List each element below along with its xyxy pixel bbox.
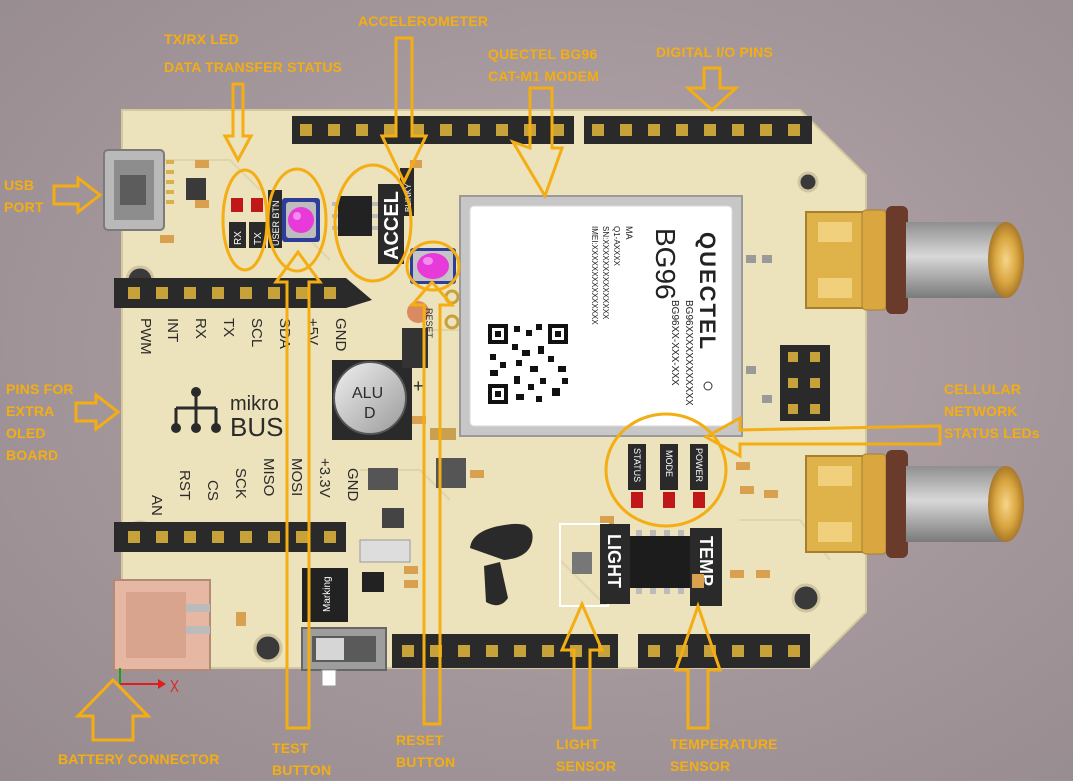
pin-label-an: AN (148, 495, 165, 516)
modem-line-sn: SN:XXXXXXXXXXXXXXX (601, 226, 610, 320)
cellular-status-leds: STATUS MODE POWER (628, 444, 708, 508)
qr-code (486, 322, 570, 406)
tx-silk: TX (253, 232, 264, 245)
label-pins-line1: PINS FOR (6, 378, 74, 400)
header-bottom-right (638, 634, 810, 668)
arrow-battery (78, 680, 148, 740)
label-cellular-line3: STATUS LEDs (944, 422, 1040, 444)
label-pins-extra: PINS FOR EXTRA OLED BOARD (6, 378, 74, 466)
mikrobus-header-top (114, 278, 372, 308)
header-bottom-left (392, 634, 618, 668)
user-btn-silk: USER BTN (271, 200, 281, 246)
label-digital-io: DIGITAL I/O PINS (656, 41, 773, 63)
status-silk: STATUS (632, 448, 642, 482)
label-modem: QUECTEL BG96 CAT-M1 MODEM (488, 43, 599, 87)
user-button: USER BTN (268, 190, 320, 248)
mode-silk: MODE (664, 450, 674, 477)
label-txrx-line2: DATA TRANSFER STATUS (164, 53, 342, 81)
modem-brand: QUECTEL (695, 232, 720, 351)
arrow-usb (54, 178, 100, 212)
label-light-line2: SENSOR (556, 755, 616, 777)
pin-label-rx: RX (192, 318, 209, 339)
label-cellular: CELLULAR NETWORK STATUS LEDs (944, 378, 1040, 444)
label-usb-port: USB PORT (4, 174, 44, 218)
modem-line2: BG96XXXXXXXXXXXX (683, 300, 694, 406)
pin-label-scl: SCL (248, 318, 265, 347)
pin-label-3v3: +3.3V (316, 458, 333, 498)
pin-label-5v: +5V (304, 318, 321, 345)
label-temp-line1: TEMPERATURE (670, 733, 778, 755)
label-test-line2: BUTTON (272, 759, 331, 781)
pin-label-gnd-bottom: GND (344, 468, 361, 502)
bus-text: BUS (230, 412, 283, 442)
label-test-line1: TEST (272, 737, 331, 759)
axis-gizmo (120, 668, 178, 692)
label-reset-button: RESET BUTTON (396, 729, 455, 773)
svg-text:+: + (413, 376, 424, 396)
pin-label-gnd-top: GND (332, 318, 349, 352)
battery-connector (114, 580, 210, 670)
pin-label-sda: SDA (276, 318, 293, 349)
rx-silk: RX (233, 231, 244, 245)
modem-line-q1: Q1-AXXXX (612, 226, 621, 267)
alu-text: ALU (352, 385, 383, 402)
modem-model: BG96 (650, 228, 681, 300)
label-modem-line2: CAT-M1 MODEM (488, 65, 599, 87)
pin-label-miso: MISO (260, 458, 277, 496)
power-silk: POWER (694, 448, 704, 483)
header-top-left (292, 116, 574, 144)
label-temp-sensor: TEMPERATURE SENSOR (670, 733, 778, 777)
label-pins-line2: EXTRA (6, 400, 74, 422)
pin-label-mosi: MOSI (288, 458, 305, 496)
pin-label-int: INT (164, 318, 181, 342)
bg96-modem: QUECTEL BG96 BG96XX-XXX-XXX BG96XXXXXXXX… (460, 196, 742, 436)
label-light-line1: LIGHT (556, 733, 616, 755)
mikrobus-header-bottom (114, 522, 346, 552)
modem-ma: MA (624, 226, 634, 240)
sma-connector-top (806, 206, 1024, 314)
pin-label-rst: RST (176, 470, 193, 500)
label-pins-line3: OLED (6, 422, 74, 444)
header-digital-io (584, 116, 812, 144)
accel-silk: ACCEL (381, 191, 403, 260)
label-accelerometer: ACCELEROMETER (358, 10, 488, 32)
label-txrx: TX/RX LED DATA TRANSFER STATUS (164, 25, 342, 81)
label-modem-line1: QUECTEL BG96 (488, 43, 599, 65)
label-light-sensor: LIGHT SENSOR (556, 733, 616, 777)
marking-text: Marking (322, 576, 333, 612)
pin-label-tx: TX (220, 318, 237, 337)
label-usb-line2: PORT (4, 196, 44, 218)
modem-line1: BG96XX-XXX-XXX (669, 300, 680, 386)
pin-label-cs: CS (204, 480, 221, 501)
label-reset-line1: RESET (396, 729, 455, 751)
label-cellular-line2: NETWORK (944, 400, 1040, 422)
pin-label-pwm: PWM (137, 318, 154, 355)
label-txrx-line1: TX/RX LED (164, 25, 342, 53)
sma-connector-bottom (806, 450, 1024, 558)
pin-label-sck: SCK (232, 468, 249, 499)
label-cellular-line1: CELLULAR (944, 378, 1040, 400)
label-pins-line4: BOARD (6, 444, 74, 466)
modem-line-imei: IMEI:XXXXXXXXXXXXXXX (590, 226, 599, 325)
alu-d-text: D (364, 405, 376, 422)
aluminum-capacitor: ALU D + (332, 360, 424, 440)
light-silk: LIGHT (604, 534, 624, 588)
slide-switch (302, 628, 386, 686)
arrow-digital (688, 68, 736, 110)
label-temp-line2: SENSOR (670, 755, 778, 777)
label-test-button: TEST BUTTON (272, 737, 331, 781)
label-battery: BATTERY CONNECTOR (58, 748, 220, 770)
arrow-oled (76, 395, 118, 429)
label-reset-line2: BUTTON (396, 751, 455, 773)
label-usb-line1: USB (4, 174, 44, 196)
